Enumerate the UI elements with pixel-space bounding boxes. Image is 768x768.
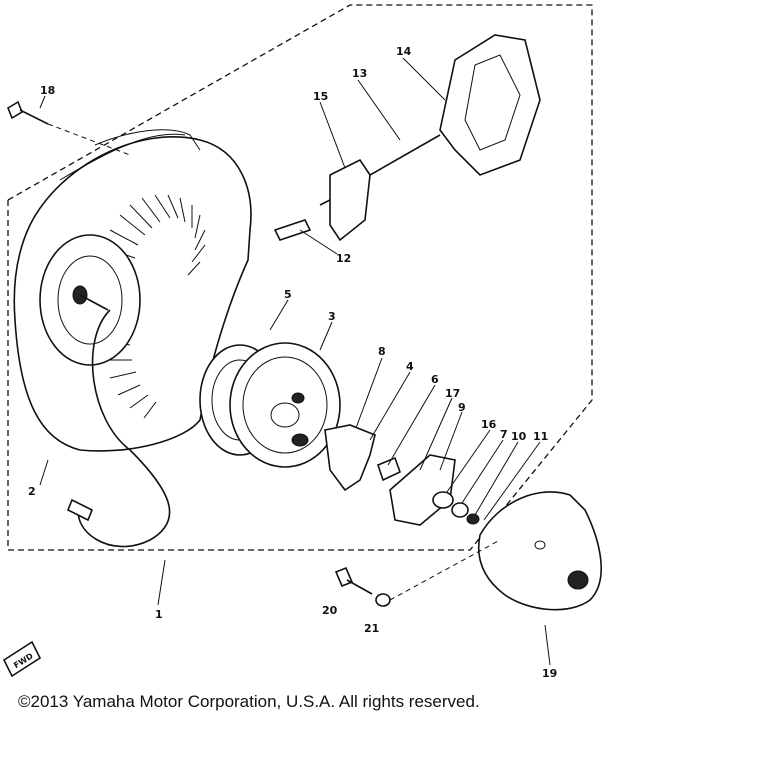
small-parts (377, 454, 480, 526)
callout-21: 21 (364, 622, 379, 635)
bolt-20 (334, 566, 373, 595)
parts-diagram: 18 14 13 15 12 5 3 8 4 6 17 9 16 7 10 11… (2, 4, 602, 680)
callout-5: 5 (284, 288, 292, 301)
callout-17: 17 (445, 387, 460, 400)
recoil-pulley (199, 342, 341, 468)
callout-14: 14 (396, 45, 412, 58)
callout-18: 18 (40, 84, 55, 97)
callout-7: 7 (500, 428, 508, 441)
ratchet-pawl (324, 424, 376, 492)
starter-handle (273, 34, 541, 242)
starter-housing (13, 129, 252, 548)
washer-21 (375, 593, 391, 607)
callout-2: 2 (28, 485, 36, 498)
bolt-18 (7, 100, 131, 156)
fwd-arrow-icon: FWD (2, 640, 42, 678)
callout-20: 20 (322, 604, 338, 617)
callout-13: 13 (352, 67, 367, 80)
callout-16: 16 (481, 418, 497, 431)
callout-12: 12 (336, 252, 351, 265)
callout-6: 6 (431, 373, 439, 386)
copyright-notice: ©2013 Yamaha Motor Corporation, U.S.A. A… (18, 692, 480, 711)
callout-10: 10 (511, 430, 527, 443)
callout-3: 3 (328, 310, 336, 323)
callout-15: 15 (313, 90, 328, 103)
leader-lines (39, 57, 551, 666)
callout-9: 9 (458, 401, 466, 414)
starter-cup (478, 491, 602, 611)
assembly-boundary (7, 4, 593, 551)
callout-8: 8 (378, 345, 386, 358)
callout-4: 4 (406, 360, 414, 373)
callout-19: 19 (542, 667, 557, 680)
callout-1: 1 (155, 608, 163, 621)
callout-11: 11 (533, 430, 548, 443)
